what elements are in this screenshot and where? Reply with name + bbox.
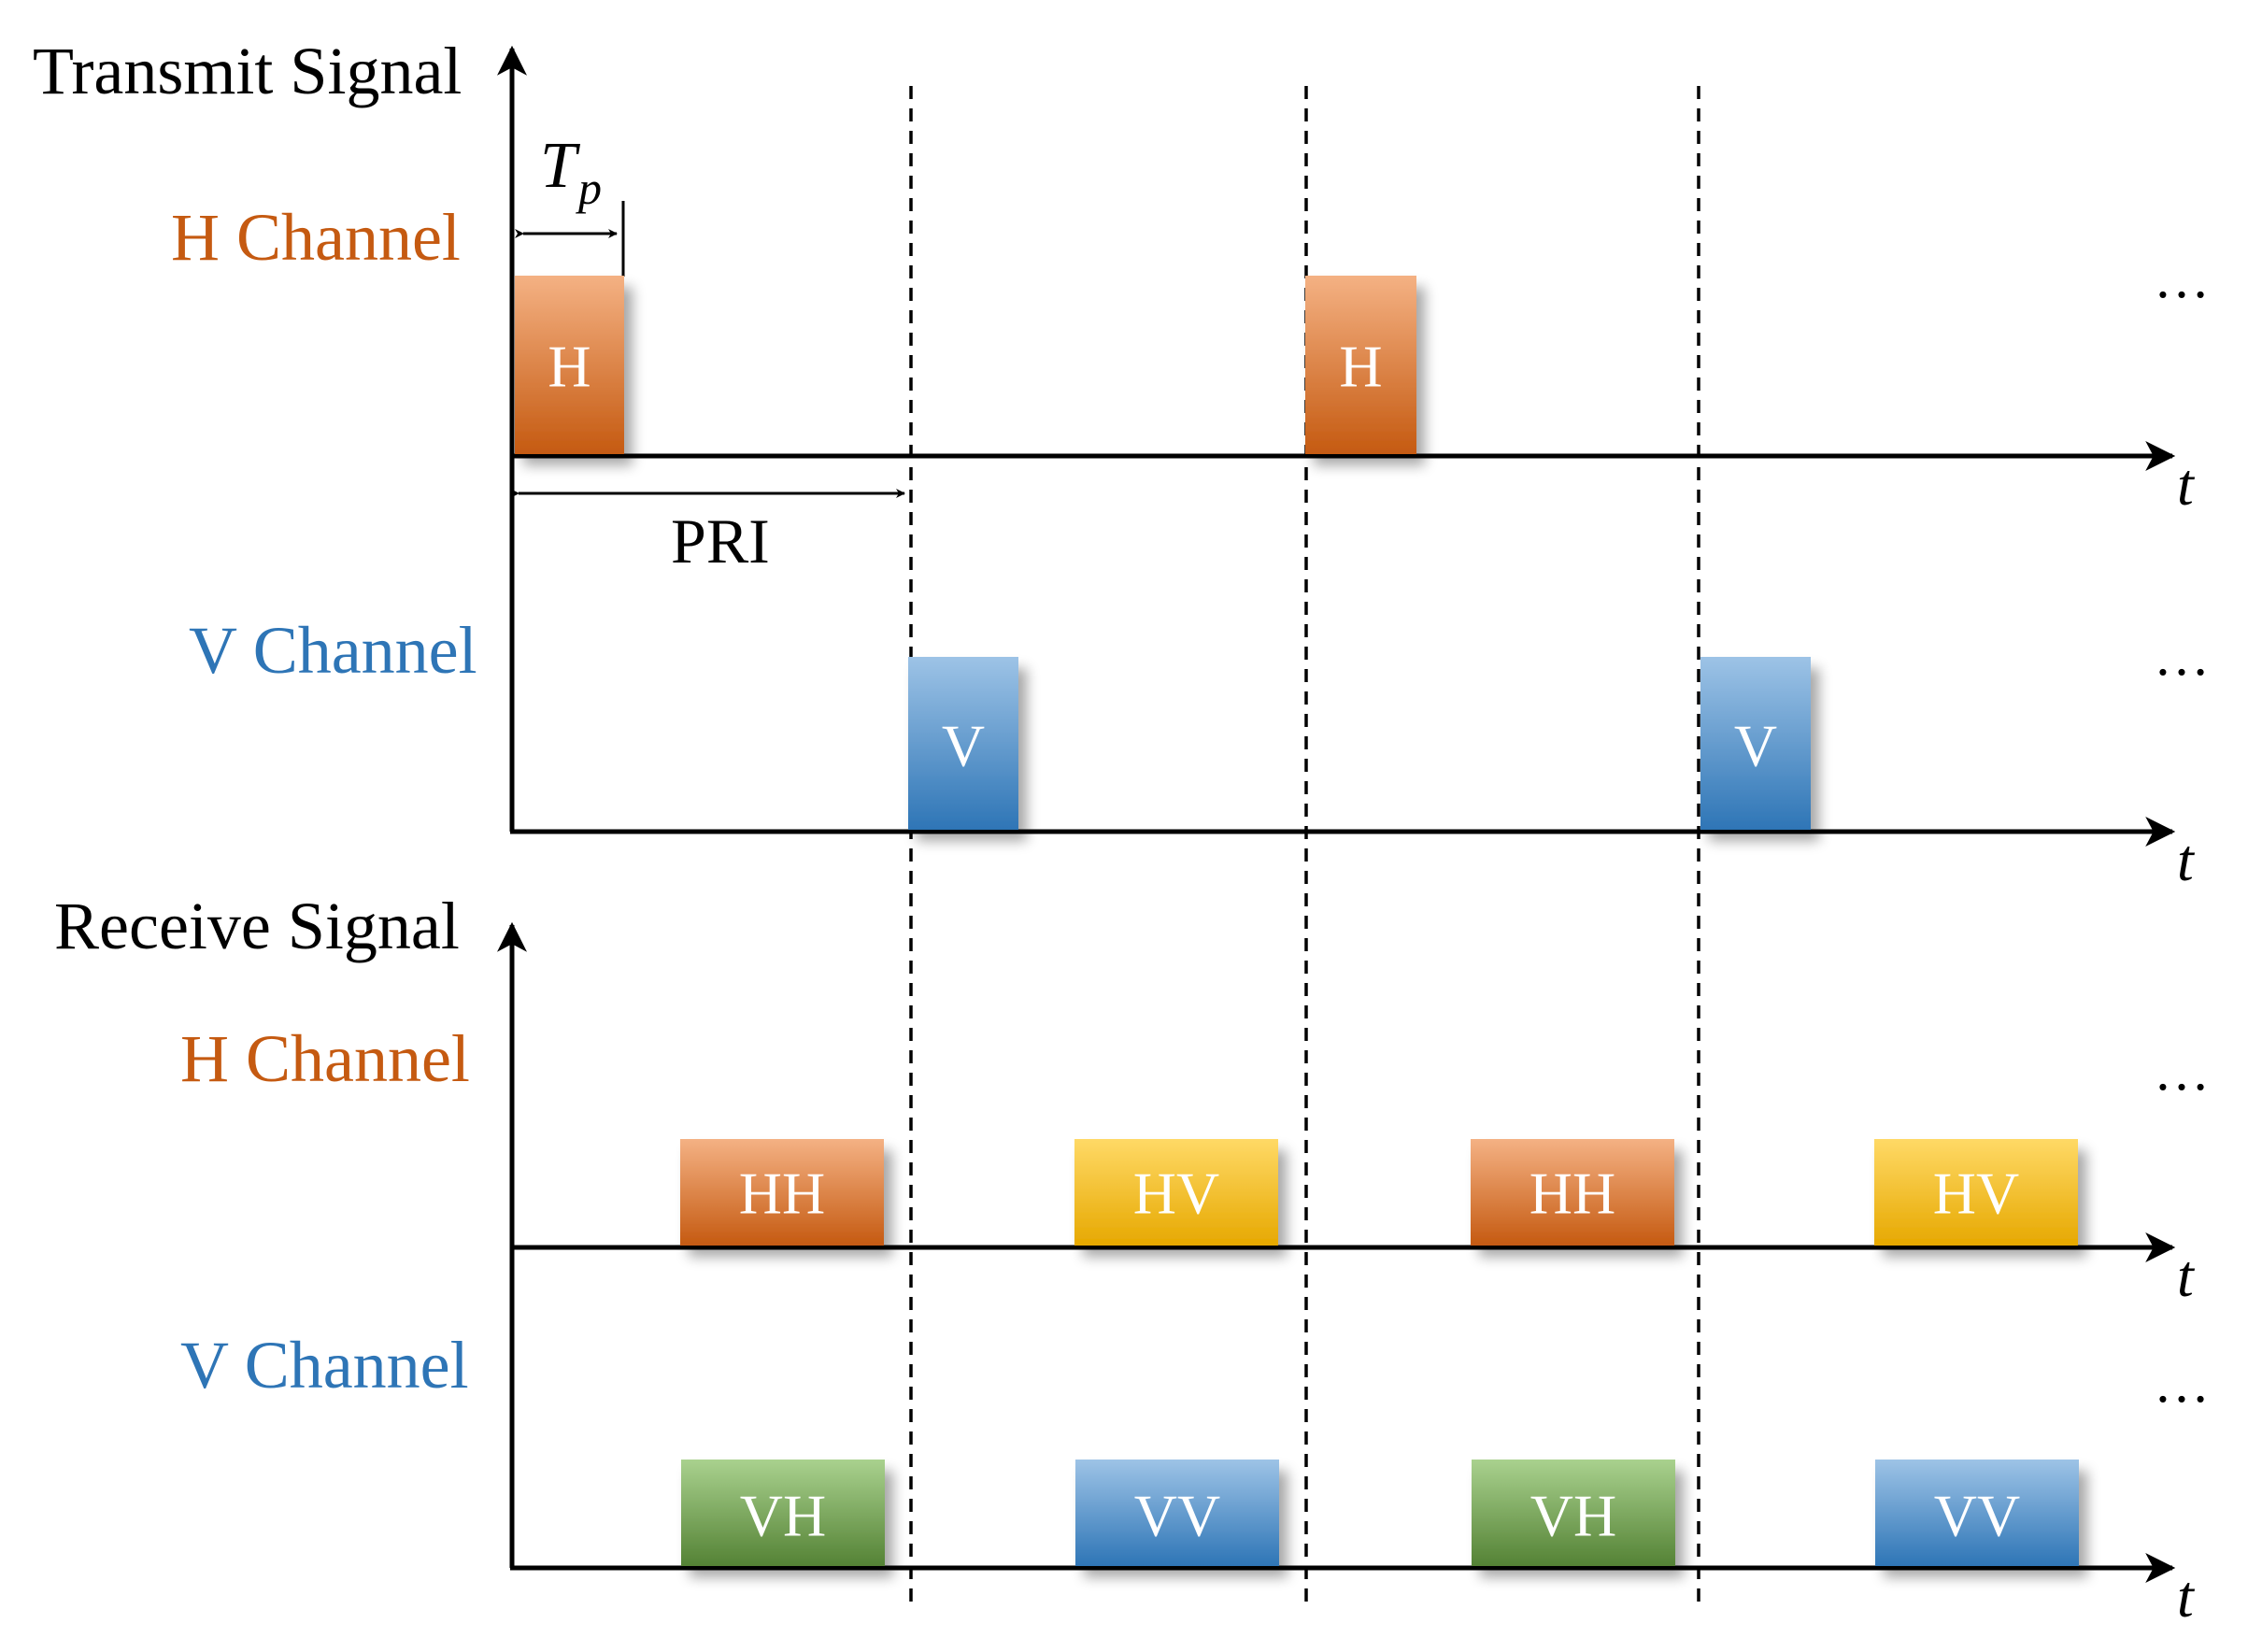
rx-v-channel-label: V Channel	[180, 1328, 469, 1403]
rx-h-channel-label: H Channel	[180, 1021, 470, 1096]
rx-v-pulse-label: VH	[740, 1483, 826, 1549]
rx-v-time-label: t	[2177, 1563, 2196, 1630]
tx-v-pulse: V	[908, 657, 1018, 830]
rx-v-pulse: VH	[1472, 1460, 1675, 1566]
tx-v-channel-label: V Channel	[189, 613, 477, 688]
tx-h-channel-label: H Channel	[171, 200, 461, 275]
rx-h-pulse-label: HV	[1933, 1161, 2019, 1227]
tx-v-ellipsis: …	[2154, 625, 2210, 687]
rx-h-pulse: HH	[1471, 1139, 1674, 1246]
tx-v-pulse-label: V	[1734, 713, 1777, 779]
tp-label: Tp	[540, 130, 602, 214]
pri-label: PRI	[671, 506, 770, 577]
rx-v-pulse-label: VV	[1134, 1483, 1220, 1549]
rx-h-pulse-label: HH	[1529, 1161, 1615, 1227]
rx-h-ellipsis: …	[2154, 1040, 2210, 1102]
tx-h-pulse-label: H	[1339, 334, 1382, 400]
tp-subscript: p	[576, 162, 602, 214]
rx-h-pulse: HH	[680, 1139, 884, 1246]
tx-h-pulse-label: H	[548, 334, 590, 400]
tx-v-time-label: t	[2177, 827, 2196, 893]
rx-h-pulse: HV	[1874, 1139, 2078, 1246]
tx-h-pulse: H	[1305, 276, 1416, 454]
tx-v-pulse: V	[1700, 657, 1811, 830]
rx-v-pulse-label: VH	[1530, 1483, 1616, 1549]
rx-v-pulse: VV	[1075, 1460, 1279, 1566]
tx-v-pulse-label: V	[942, 713, 985, 779]
rx-v-pulse: VH	[681, 1460, 885, 1566]
tp-symbol: T	[540, 130, 581, 202]
rx-h-pulse-label: HH	[739, 1161, 825, 1227]
rx-h-pulse-label: HV	[1133, 1161, 1219, 1227]
transmit-signal-title: Transmit Signal	[33, 34, 462, 108]
rx-v-pulse-label: VV	[1934, 1483, 2020, 1549]
tx-h-ellipsis: …	[2154, 248, 2210, 309]
rx-h-time-label: t	[2177, 1243, 2196, 1309]
rx-v-ellipsis: …	[2154, 1352, 2210, 1414]
tx-h-pulse: H	[515, 276, 624, 454]
rx-v-pulse: VV	[1875, 1460, 2079, 1566]
tx-h-time-label: t	[2177, 451, 2196, 518]
receive-signal-title: Receive Signal	[54, 889, 460, 963]
rx-h-pulse: HV	[1074, 1139, 1278, 1246]
